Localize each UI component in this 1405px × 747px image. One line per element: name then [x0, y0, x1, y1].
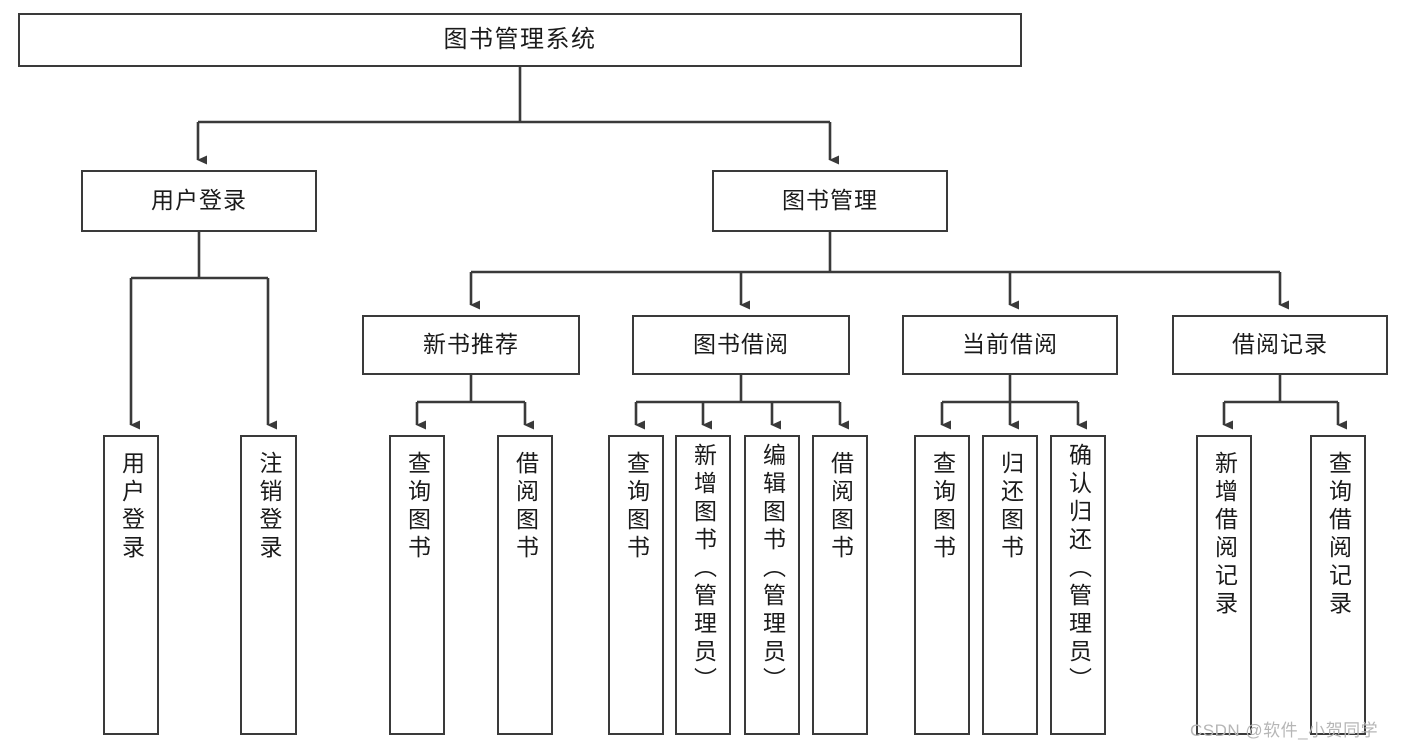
node-user-login[interactable]: 用户登录	[81, 170, 317, 232]
node-label: 用户登录	[118, 451, 145, 563]
node-label: 编辑图书（管理员）	[759, 443, 786, 695]
leaf-book-borrow-edit-book-admin[interactable]: 编辑图书（管理员）	[744, 435, 800, 735]
node-book-borrow[interactable]: 图书借阅	[632, 315, 850, 375]
node-current-borrow[interactable]: 当前借阅	[902, 315, 1118, 375]
leaf-book-borrow-add-book-admin[interactable]: 新增图书（管理员）	[675, 435, 731, 735]
leaf-current-borrow-confirm-return-admin[interactable]: 确认归还（管理员）	[1050, 435, 1106, 735]
node-label: 查询图书	[404, 451, 431, 563]
leaf-new-book-borrow-book[interactable]: 借阅图书	[497, 435, 553, 735]
leaf-current-borrow-return-book[interactable]: 归还图书	[982, 435, 1038, 735]
node-label: 图书借阅	[693, 331, 789, 358]
node-label: 图书管理系统	[443, 25, 597, 53]
node-label: 查询图书	[929, 451, 956, 563]
node-label: 借阅图书	[827, 451, 854, 563]
node-root-book-management-system[interactable]: 图书管理系统	[18, 13, 1022, 67]
leaf-book-borrow-query-book[interactable]: 查询图书	[608, 435, 664, 735]
node-label: 借阅图书	[512, 451, 539, 563]
node-label: 注销登录	[256, 451, 282, 563]
node-label: 查询借阅记录	[1325, 451, 1352, 619]
node-book-management[interactable]: 图书管理	[712, 170, 948, 232]
node-borrow-record[interactable]: 借阅记录	[1172, 315, 1388, 375]
node-label: 当前借阅	[962, 331, 1058, 358]
leaf-user-login-login[interactable]: 用户登录	[103, 435, 159, 735]
node-new-book-recommend[interactable]: 新书推荐	[362, 315, 580, 375]
node-label: 查询图书	[623, 451, 650, 563]
node-label: 归还图书	[997, 451, 1024, 563]
node-label: 新增借阅记录	[1211, 451, 1238, 619]
leaf-current-borrow-query-book[interactable]: 查询图书	[914, 435, 970, 735]
leaf-book-borrow-borrow-book[interactable]: 借阅图书	[812, 435, 868, 735]
leaf-borrow-record-query-record[interactable]: 查询借阅记录	[1310, 435, 1366, 735]
leaf-new-book-query-book[interactable]: 查询图书	[389, 435, 445, 735]
node-label: 用户登录	[151, 187, 247, 214]
node-label: 图书管理	[782, 187, 878, 214]
watermark-text: CSDN @软件_小贺同学	[1190, 721, 1379, 740]
node-label: 新书推荐	[423, 331, 519, 358]
leaf-user-login-logout[interactable]: 注销登录	[240, 435, 297, 735]
leaf-borrow-record-add-record[interactable]: 新增借阅记录	[1196, 435, 1252, 735]
node-label: 新增图书（管理员）	[690, 443, 717, 695]
node-label: 确认归还（管理员）	[1065, 443, 1092, 695]
node-label: 借阅记录	[1232, 331, 1328, 358]
